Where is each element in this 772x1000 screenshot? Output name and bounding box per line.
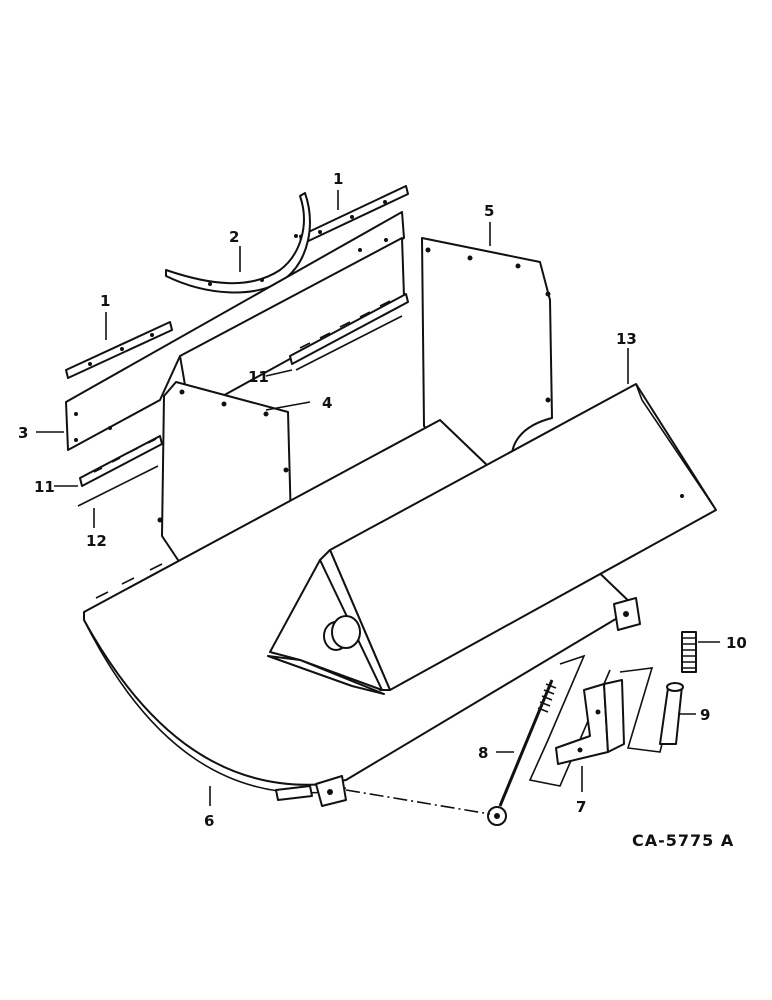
callout-11-upper: 11 xyxy=(248,368,269,386)
part-12-rod-lower xyxy=(77,465,159,507)
part-2-curved-strip xyxy=(165,192,311,294)
part-13-beater-cover xyxy=(267,383,717,695)
part-8-threaded-rod xyxy=(487,679,557,826)
part-10-spring xyxy=(681,631,697,673)
callout-7: 7 xyxy=(576,798,586,816)
part-11-hinge-upper xyxy=(289,293,409,365)
part-7-bracket xyxy=(528,654,673,787)
callout-6: 6 xyxy=(204,812,214,830)
callout-10: 10 xyxy=(726,634,747,652)
callout-3: 3 xyxy=(18,424,28,442)
alignment-line xyxy=(345,789,491,815)
callout-1-upper: 1 xyxy=(333,170,343,188)
diagram-code: CA-5775 A xyxy=(632,831,734,850)
part-11-hinge-lower xyxy=(79,435,163,487)
callout-13: 13 xyxy=(616,330,637,348)
callout-12: 12 xyxy=(86,532,107,550)
callout-1-lower: 1 xyxy=(100,292,110,310)
callout-2: 2 xyxy=(229,228,239,246)
callout-9: 9 xyxy=(700,706,710,724)
callout-4: 4 xyxy=(322,394,332,412)
part-12-rod-upper xyxy=(295,315,403,371)
callout-5: 5 xyxy=(484,202,494,220)
callout-8: 8 xyxy=(478,744,488,762)
leader-lines xyxy=(36,190,720,806)
part-1-lower-strip xyxy=(65,321,173,379)
callout-11-lower: 11 xyxy=(34,478,55,496)
part-9-sleeve xyxy=(659,682,684,745)
